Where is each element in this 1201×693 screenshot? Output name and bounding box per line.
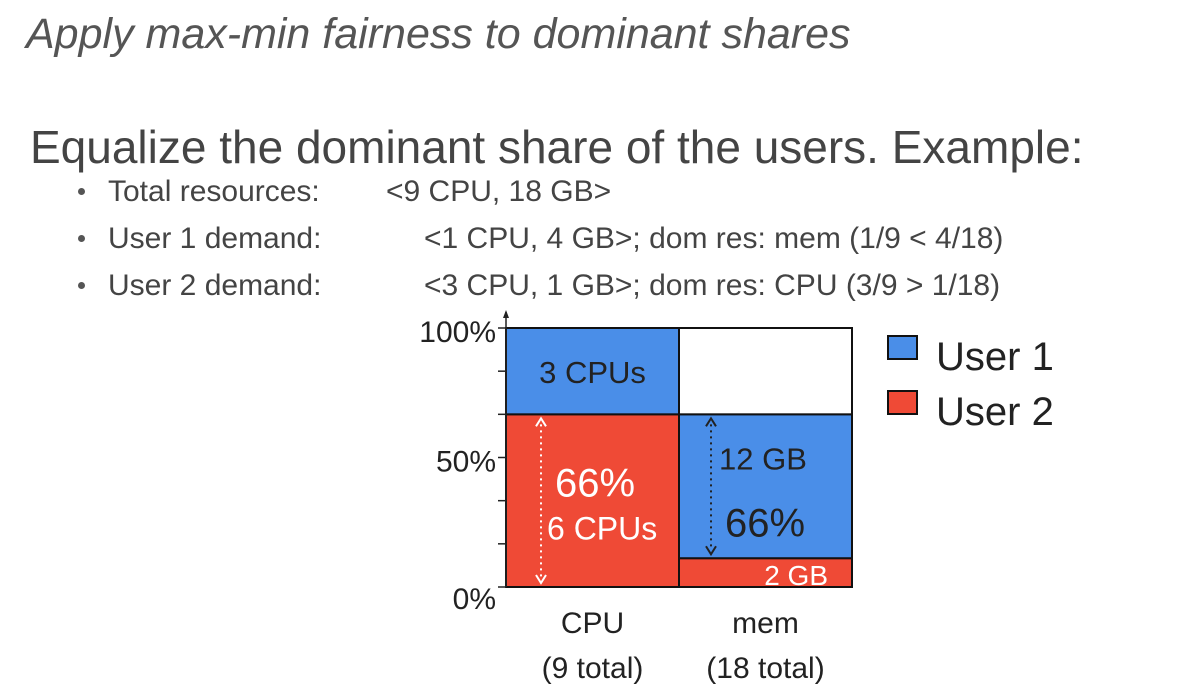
bullet-value: <3 CPU, 1 GB>; dom res: CPU (3/9 > 1/18) — [424, 269, 1001, 302]
bullet-value: <9 CPU, 18 GB> — [386, 175, 612, 208]
y-tick-label: 50% — [436, 446, 496, 479]
bullet-dot-icon — [78, 235, 85, 242]
y-axis-arrow-icon — [503, 310, 509, 318]
bullet-label: Total resources: — [108, 175, 320, 208]
annotation-label: 12 GB — [719, 441, 807, 476]
bullet-dot-icon — [78, 188, 85, 195]
y-tick-label: 100% — [419, 316, 496, 349]
legend-label: User 1 — [936, 335, 1054, 379]
annotation-label: 3 CPUs — [539, 355, 646, 390]
slide-heading: Equalize the dominant share of the users… — [30, 121, 1084, 173]
bullet-label: User 1 demand: — [108, 222, 322, 255]
bar-user-1-1 — [678, 413, 853, 560]
annotation-label: 2 GB — [764, 560, 828, 591]
legend-label: User 2 — [936, 390, 1054, 434]
x-category-label: (18 total) — [706, 652, 824, 685]
arrow-down-icon — [705, 545, 717, 557]
annotation-label: 6 CPUs — [547, 510, 657, 546]
bar-user-1-0 — [505, 327, 680, 416]
arrow-up-icon — [705, 416, 717, 427]
x-category-label: mem — [732, 607, 799, 640]
legend-swatch — [887, 335, 918, 360]
bar-unused-1 — [678, 327, 853, 416]
annotation-label: 66% — [555, 461, 635, 505]
y-tick-label: 0% — [453, 583, 496, 616]
annotation-label: 66% — [725, 501, 805, 545]
bullet-dot-icon — [78, 282, 85, 289]
legend-swatch — [887, 390, 918, 415]
arrow-down-icon — [535, 574, 547, 585]
bar-user-2-1 — [678, 557, 853, 588]
slide-subtitle: Apply max-min fairness to dominant share… — [26, 10, 851, 58]
x-category-label: CPU — [561, 607, 624, 640]
arrow-up-icon — [535, 416, 547, 427]
bullet-value: <1 CPU, 4 GB>; dom res: mem (1/9 < 4/18) — [424, 222, 1004, 255]
x-category-label: (9 total) — [542, 652, 644, 685]
bullet-label: User 2 demand: — [108, 269, 322, 302]
